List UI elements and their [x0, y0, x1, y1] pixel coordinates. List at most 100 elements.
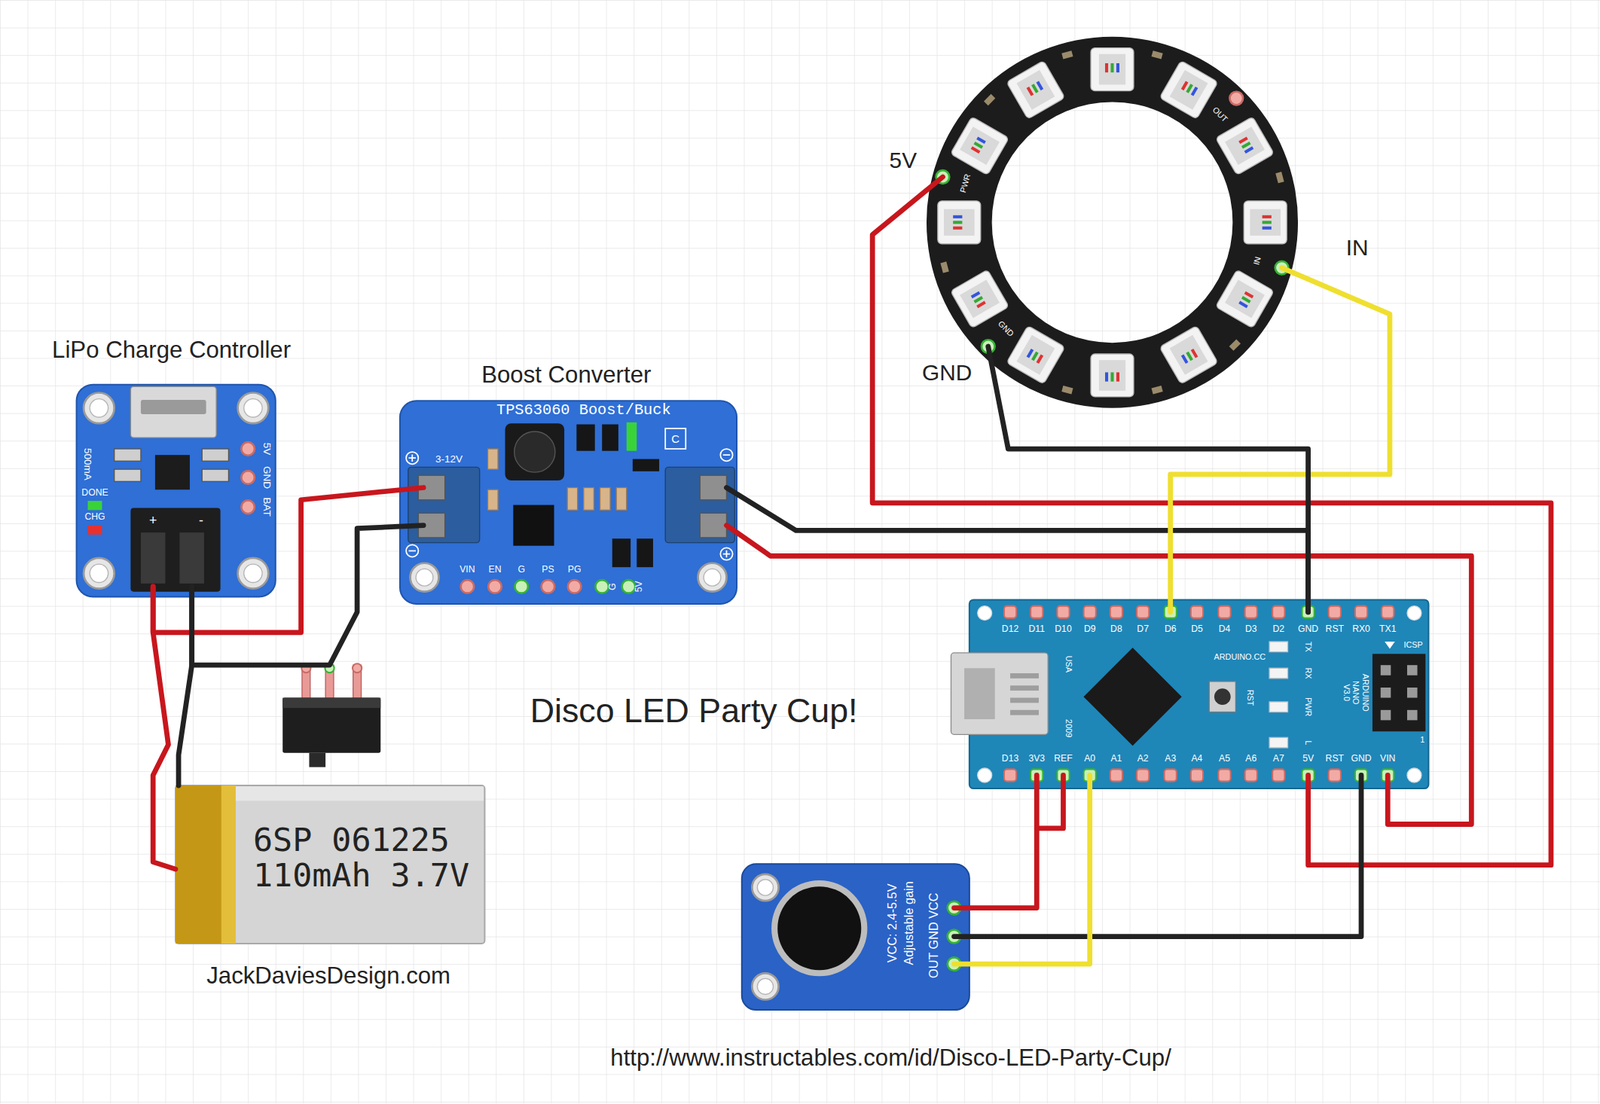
pin-label: GND [1350, 754, 1371, 764]
led-label: PWR [1302, 697, 1312, 717]
led-lens [959, 279, 1000, 318]
resistor [487, 489, 498, 510]
capacitor [1229, 338, 1241, 351]
pin-label: G [517, 565, 526, 576]
header-pin [1164, 769, 1177, 782]
resistor [583, 487, 595, 510]
jumper-wire [1036, 775, 1063, 828]
pin-label: VIN [459, 565, 475, 576]
battery: 6SP 061225 110mAh 3.7V [175, 785, 485, 944]
pin-label: G [607, 583, 618, 591]
led-body [1159, 60, 1219, 120]
led-die [970, 291, 981, 300]
polarity-symbol [723, 550, 730, 558]
ic-chip [155, 454, 190, 490]
solder-pad [488, 580, 502, 594]
led-label: L [1302, 740, 1312, 746]
polarity-symbol [409, 550, 416, 553]
icsp-pin [1380, 687, 1392, 699]
led-lens [1016, 70, 1056, 110]
pin-label: A2 [1137, 754, 1149, 764]
led-die [952, 220, 962, 224]
mounting-hole [83, 558, 115, 590]
rgb-led [937, 201, 981, 245]
mounting-hole [751, 973, 779, 1000]
pcb [76, 384, 276, 598]
led-die [1262, 226, 1272, 230]
solder-pad [595, 580, 609, 594]
usb-connector [130, 386, 217, 438]
smd-part [201, 469, 229, 482]
smd-part [636, 538, 654, 568]
pin-label: D10 [1054, 624, 1072, 635]
mounting-hole [1407, 768, 1422, 783]
header-pin [1190, 606, 1204, 619]
rgb-led [1159, 325, 1219, 385]
header-pin [1030, 606, 1043, 619]
silkscreen-label: C [671, 432, 680, 445]
status-led [1269, 668, 1288, 679]
resistor [600, 487, 611, 510]
pin-label: A6 [1245, 754, 1257, 764]
polarity-symbol [720, 448, 733, 462]
chip-label: TPS63060 Boost/Buck [496, 403, 672, 420]
status-led [87, 500, 102, 510]
terminal-screw [699, 512, 727, 538]
pin-label: OUT GND VCC [928, 892, 942, 979]
smd-part [601, 424, 619, 452]
rgb-led [1090, 48, 1134, 92]
led-die [1190, 348, 1199, 359]
wire [726, 487, 1308, 612]
pin-label: GND [922, 360, 972, 386]
led-die [1181, 81, 1189, 92]
silkscreen-label: USA [1062, 656, 1072, 673]
header-pin [1056, 606, 1069, 619]
led-die [1036, 81, 1045, 92]
battery-band [175, 785, 222, 944]
solder-pad [622, 580, 636, 594]
pcb [741, 864, 970, 1011]
reset-button-cap [1214, 688, 1231, 706]
led-label: TX [1302, 641, 1312, 653]
header-pin [1004, 769, 1017, 782]
battery-band [221, 785, 236, 944]
capacitor [1275, 171, 1284, 184]
mic-capsule-rim [771, 880, 868, 977]
terminal-block [665, 467, 735, 543]
ic-chip [512, 505, 554, 547]
led-die [1238, 301, 1249, 309]
wire [954, 775, 1038, 908]
pin-label: 5V [635, 580, 645, 593]
header-pin [1110, 606, 1123, 619]
mounting-hole [238, 393, 269, 425]
resistor [567, 487, 578, 510]
switch-lever [308, 753, 326, 768]
led-die [976, 136, 987, 144]
pin-label: 5V [261, 442, 273, 456]
header-pin [1136, 769, 1149, 782]
mounting-hole-center [89, 399, 108, 418]
led-label: CHG [84, 512, 105, 523]
silkscreen-label: 500mA [82, 448, 94, 481]
led-body [1006, 60, 1066, 120]
usb-contact [1010, 710, 1039, 716]
led-die [1181, 354, 1189, 364]
capacitor [1151, 50, 1164, 59]
mounting-hole-center [703, 568, 721, 587]
led-die [1185, 83, 1194, 94]
smd-part [114, 469, 141, 482]
smd-part [114, 448, 141, 462]
jst-socket [140, 532, 166, 584]
spec-label: VCC: 2.4-5.5V [885, 883, 900, 963]
mounting-hole [238, 558, 269, 590]
usb-opening [140, 400, 207, 415]
status-led [87, 525, 102, 535]
pin-label: D13 [1001, 754, 1019, 764]
led-die [976, 301, 987, 309]
pin-label: BAT [261, 497, 273, 517]
usb-opening [964, 668, 996, 720]
voltage-label: 3-12V [435, 453, 463, 465]
ring-pcb [926, 36, 1298, 409]
led-body [950, 269, 1010, 329]
